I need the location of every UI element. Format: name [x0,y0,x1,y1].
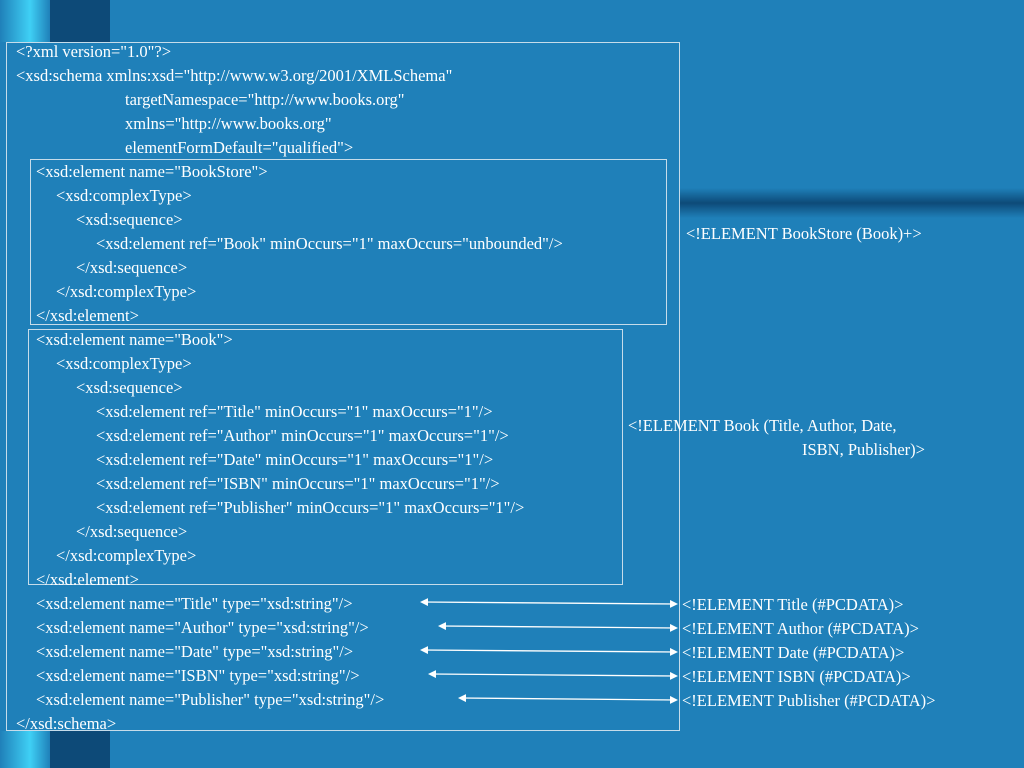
schema-open-line: <xsd:schema xmlns:xsd="http://www.w3.org… [16,66,453,85]
isbn-element-line: <xsd:element name="ISBN" type="xsd:strin… [36,666,360,685]
book-isbn-ref-line: <xsd:element ref="ISBN" minOccurs="1" ma… [96,474,500,493]
publisher-arrow [458,694,678,704]
dtd-isbn-line: <!ELEMENT ISBN (#PCDATA)> [682,667,911,686]
title-arrow [420,598,678,608]
book-date-ref-line: <xsd:element ref="Date" minOccurs="1" ma… [96,450,494,469]
date-element-line: <xsd:element name="Date" type="xsd:strin… [36,642,354,661]
xml-declaration-line: <?xml version="1.0"?> [16,42,172,61]
dtd-author-line: <!ELEMENT Author (#PCDATA)> [682,619,919,638]
bookstore-element-box [30,159,667,325]
cyan-stripe-bottom [0,731,50,768]
bookstore-book-ref-line: <xsd:element ref="Book" minOccurs="1" ma… [96,234,563,253]
xmlns-line: xmlns="http://www.books.org" [125,114,332,133]
book-complextype-open-line: <xsd:complexType> [56,354,192,373]
element-form-default-line: elementFormDefault="qualified"> [125,138,354,157]
book-complextype-close-line: </xsd:complexType> [56,546,197,565]
book-author-ref-line: <xsd:element ref="Author" minOccurs="1" … [96,426,509,445]
bookstore-element-open-line: <xsd:element name="BookStore"> [36,162,268,181]
schema-box [6,42,680,731]
book-sequence-open-line: <xsd:sequence> [76,378,183,397]
book-title-ref-line: <xsd:element ref="Title" minOccurs="1" m… [96,402,493,421]
dtd-title-line: <!ELEMENT Title (#PCDATA)> [682,595,904,614]
bookstore-complextype-close-line: </xsd:complexType> [56,282,197,301]
dtd-publisher-line: <!ELEMENT Publisher (#PCDATA)> [682,691,936,710]
author-arrow [438,622,678,632]
title-element-line: <xsd:element name="Title" type="xsd:stri… [36,594,353,613]
author-element-line: <xsd:element name="Author" type="xsd:str… [36,618,369,637]
isbn-arrow [428,670,678,680]
publisher-element-line: <xsd:element name="Publisher" type="xsd:… [36,690,385,709]
dtd-book-line-1: <!ELEMENT Book (Title, Author, Date, [628,416,897,435]
dark-horizontal-bar [680,188,1024,218]
bookstore-element-close-line: </xsd:element> [36,306,139,325]
dtd-book-line-2: ISBN, Publisher)> [802,440,925,459]
book-element-box [28,329,623,585]
cyan-stripe-top [0,0,50,42]
dtd-date-line: <!ELEMENT Date (#PCDATA)> [682,643,905,662]
dark-stripe-top [50,0,110,42]
dtd-bookstore-line: <!ELEMENT BookStore (Book)+> [686,224,922,243]
book-publisher-ref-line: <xsd:element ref="Publisher" minOccurs="… [96,498,525,517]
target-namespace-line: targetNamespace="http://www.books.org" [125,90,405,109]
bookstore-complextype-open-line: <xsd:complexType> [56,186,192,205]
dark-stripe-bottom [50,731,110,768]
bookstore-sequence-open-line: <xsd:sequence> [76,210,183,229]
book-element-close-line: </xsd:element> [36,570,139,589]
bookstore-sequence-close-line: </xsd:sequence> [76,258,188,277]
book-element-open-line: <xsd:element name="Book"> [36,330,233,349]
schema-close-line: </xsd:schema> [16,714,117,733]
date-arrow [420,646,678,656]
book-sequence-close-line: </xsd:sequence> [76,522,188,541]
